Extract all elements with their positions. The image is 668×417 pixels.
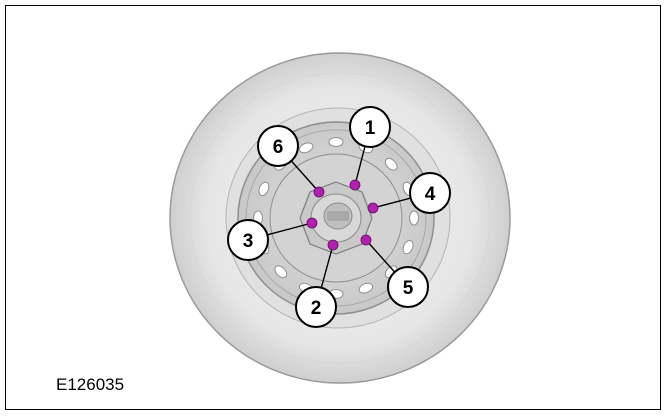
lug-nut-2 — [328, 240, 338, 250]
callout-3: 3 — [228, 220, 268, 260]
callout-1: 1 — [350, 107, 390, 147]
rim-vent-hole — [410, 211, 419, 225]
callout-number: 1 — [365, 118, 376, 139]
callout-5: 5 — [388, 267, 428, 307]
lug-nut-4 — [368, 203, 378, 213]
lug-nut-5 — [361, 235, 371, 245]
callout-number: 3 — [243, 231, 254, 252]
callout-6: 6 — [258, 126, 298, 166]
callout-2: 2 — [296, 287, 336, 327]
callout-number: 4 — [425, 184, 436, 205]
callout-number: 6 — [273, 137, 284, 158]
callout-number: 5 — [403, 278, 414, 299]
lug-nut-1 — [350, 180, 360, 190]
lug-nut-3 — [307, 218, 317, 228]
callout-number: 2 — [311, 298, 322, 319]
lug-nut-6 — [314, 187, 324, 197]
figure-id-label: E126035 — [56, 375, 124, 395]
callout-4: 4 — [410, 173, 450, 213]
rim-vent-hole — [329, 138, 343, 147]
